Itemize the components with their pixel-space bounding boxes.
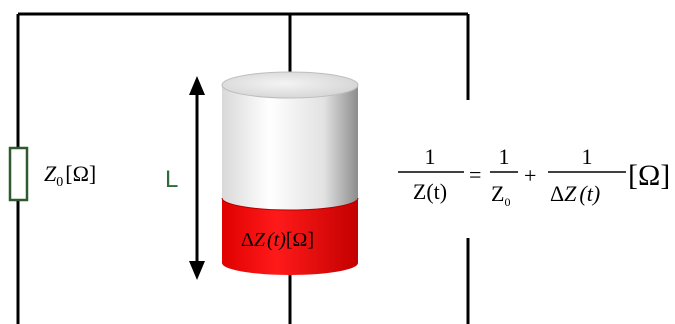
resistor-label: Z0[Ω]: [44, 161, 96, 190]
cylinder-red-segment: [222, 198, 358, 275]
circuit-wires: [16, 12, 470, 324]
lhs-denominator: Z(t): [413, 179, 447, 204]
term1-denominator: Z0: [491, 181, 510, 209]
term2-denominator: ΔZ(t): [550, 181, 600, 206]
equation-unit: [Ω]: [628, 159, 670, 192]
cylinder-top: [221, 71, 359, 99]
lhs-numerator: 1: [425, 144, 436, 169]
resistor-symbol: [8, 146, 29, 202]
cylinder: [221, 71, 359, 275]
term1-numerator: 1: [499, 144, 510, 169]
length-label: L: [165, 166, 178, 193]
equation: 1 Z(t) = 1 Z0 + 1 ΔZ(t) [Ω]: [398, 144, 670, 209]
segment-label: ΔZ(t)[Ω]: [241, 229, 314, 251]
equals-sign: =: [469, 162, 481, 187]
term2-numerator: 1: [582, 144, 593, 169]
cylinder-grey-body: [222, 85, 358, 210]
plus-sign: +: [524, 163, 536, 188]
length-arrow: [189, 76, 205, 280]
